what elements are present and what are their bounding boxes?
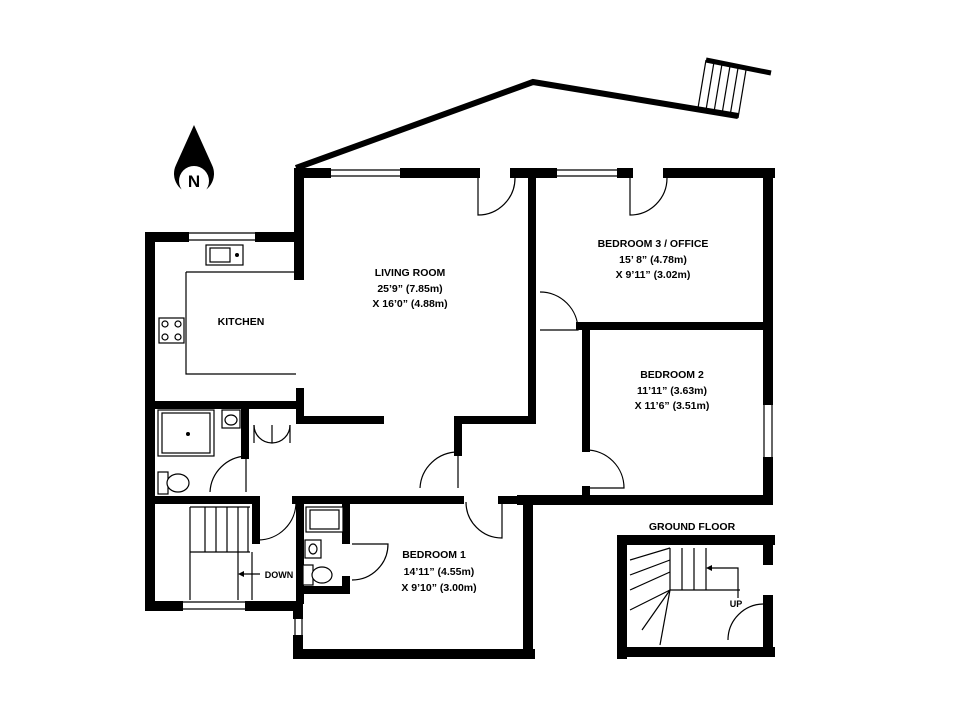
down-label: DOWN [265, 570, 294, 580]
bedroom2-name: BEDROOM 2 [640, 369, 704, 381]
roof-outline [294, 57, 772, 171]
ground-floor-plan [617, 535, 775, 659]
bedroom1-name: BEDROOM 1 [402, 549, 466, 561]
room-label-bedroom3: BEDROOM 3 / OFFICE 15’ 8” (4.78m) X 9’11… [598, 238, 709, 281]
living-room-name: LIVING ROOM [375, 267, 446, 279]
kitchen-fixtures [158, 244, 296, 375]
up-label: UP [730, 599, 743, 609]
ground-floor-label: GROUND FLOOR [649, 521, 736, 533]
bedroom2-dim2: X 11’6” (3.51m) [635, 400, 710, 412]
room-label-bedroom2: BEDROOM 2 11’11” (3.63m) X 11’6” (3.51m) [635, 369, 710, 412]
living-room-dim1: 25’9” (7.85m) [377, 283, 442, 295]
living-room-dim2: X 16’0” (4.88m) [372, 298, 447, 310]
bedroom1-dim1: 14’11” (4.55m) [404, 566, 475, 578]
bedroom3-dim1: 15’ 8” (4.78m) [619, 254, 687, 266]
bedroom3-name: BEDROOM 3 / OFFICE [598, 238, 709, 250]
compass-letter: N [188, 172, 200, 191]
room-label-living: LIVING ROOM 25’9” (7.85m) X 16’0” (4.88m… [372, 267, 447, 310]
bedroom2-dim1: 11’11” (3.63m) [637, 385, 707, 397]
walls [145, 168, 775, 659]
stairs-down [189, 506, 260, 600]
ensuite-shower-icon [304, 539, 322, 559]
bedroom3-dim2: X 9’11” (3.02m) [616, 269, 691, 281]
doors [209, 177, 668, 581]
bathroom-fixtures [157, 409, 344, 586]
north-arrow-icon: N [174, 125, 215, 196]
bedroom1-dim2: X 9’10” (3.00m) [401, 582, 476, 594]
room-label-bedroom1: BEDROOM 1 14’11” (4.55m) X 9’10” (3.00m) [401, 549, 476, 594]
up-arrow-icon [706, 565, 712, 571]
kitchen-name: KITCHEN [218, 316, 265, 328]
